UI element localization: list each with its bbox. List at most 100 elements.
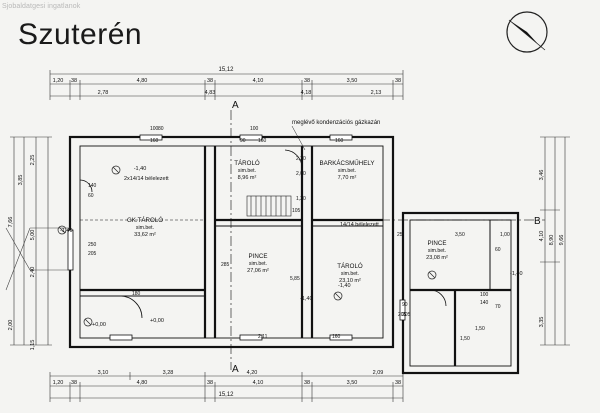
right-dim: 3,46	[539, 170, 545, 181]
north-arrow-icon	[506, 11, 548, 53]
room-floor: sim.bet.	[136, 225, 154, 231]
wall-note-1: 2x14/14 bélelezett	[124, 176, 169, 182]
level-label: -1,40	[60, 228, 73, 234]
level-marks	[57, 165, 437, 327]
page-title: Szuterén	[18, 18, 143, 51]
room-area: 7,70 m²	[338, 175, 357, 181]
section-a-top: A	[232, 100, 239, 111]
entrance-ramp	[5, 227, 70, 291]
room-name: TÁROLÓ	[337, 263, 363, 270]
left-dim: 7,66	[8, 217, 14, 228]
room-floor: sim.bet.	[238, 168, 256, 174]
walls	[68, 135, 520, 375]
room-area: 23,10 m²	[339, 278, 361, 284]
opening-dim: 5,85	[290, 276, 300, 282]
opening-dim: 100	[150, 126, 159, 132]
level-label: -1,40	[510, 271, 523, 277]
level-label: +0,00	[150, 318, 164, 324]
room-area: 8,96 m²	[238, 175, 257, 181]
top-dim-row2: 2,78	[98, 90, 109, 96]
top-dim-row2: 4,83	[205, 90, 216, 96]
opening-dim: 3,50	[455, 232, 465, 238]
top-dim-row1: 38	[395, 78, 401, 84]
left-dim: 5,00	[30, 230, 36, 241]
opening-dim: 90	[240, 138, 246, 144]
opening-dim: 90	[402, 302, 408, 308]
left-dim: 1,15	[30, 340, 36, 351]
left-dim: 2,25	[30, 155, 36, 166]
section-b-right: B	[534, 216, 541, 227]
opening-dim: 250	[88, 242, 97, 248]
top-dim-row2: 2,13	[371, 90, 382, 96]
bottom-dim-row2: 1,20	[53, 380, 64, 386]
top-dim-row1: 38	[207, 78, 213, 84]
opening-dim: 160	[332, 334, 341, 340]
right-dim: 3,35	[539, 317, 545, 328]
top-dim-total: 15,12	[218, 67, 234, 73]
bottom-dim-row2: 38	[304, 380, 310, 386]
section-a-bottom: A	[232, 364, 239, 375]
room-floor: sim.bet.	[428, 248, 446, 254]
opening-dim: 140	[88, 183, 97, 189]
opening-dim: 205	[398, 312, 407, 318]
bottom-dim-row2: 3,50	[347, 380, 358, 386]
level-label: +0,00	[92, 322, 106, 328]
opening-dim: 2,11	[258, 334, 268, 340]
opening-dim: 1,50	[475, 326, 485, 332]
room-name: BARKÁCSMŰHELY	[320, 160, 375, 167]
opening-dim: 2,00	[296, 171, 306, 177]
right-dim: 9,66	[559, 235, 565, 246]
right-dim: 4,10	[539, 231, 545, 242]
bottom-dim-total: 15,12	[218, 392, 234, 398]
room-name: PINCE	[249, 253, 268, 260]
room-name: PINCE	[428, 240, 447, 247]
bottom-dim-row2: 4,80	[137, 380, 148, 386]
opening-dim: 205	[402, 312, 411, 318]
room-area: 23,08 m²	[426, 255, 448, 261]
opening-dim: 160	[335, 138, 344, 144]
opening-dim: 105	[292, 208, 301, 214]
section-lines	[230, 110, 545, 370]
top-dim-row1: 1,20	[53, 78, 64, 84]
opening-dim: 1,20	[296, 196, 306, 202]
opening-dim: 25	[397, 232, 403, 238]
opening-dim: 140	[480, 300, 489, 306]
opening-dim: 2,20	[296, 156, 306, 162]
room-floor: sim.bet.	[338, 168, 356, 174]
opening-dim: 160	[150, 138, 159, 144]
opening-dim: 160	[258, 138, 267, 144]
condensing-boiler-note: meglévő kondenzációs gázkazán	[292, 120, 380, 126]
top-dimension-lines	[49, 70, 404, 100]
bottom-dim-row1: 4,20	[247, 370, 258, 376]
top-dim-row2: 4,18	[301, 90, 312, 96]
top-dim-row1: 4,80	[137, 78, 148, 84]
opening-dim: 100	[250, 126, 259, 132]
watermark: Sjobaldatgesi ingatlanok	[2, 3, 81, 10]
opening-dim: 205	[88, 251, 97, 257]
room-name: TÁROLÓ	[234, 160, 260, 167]
top-dim-row1: 38	[71, 78, 77, 84]
bottom-dim-row2: 38	[207, 380, 213, 386]
room-floor: sim.bet.	[249, 261, 267, 267]
wall-note-2: 14/14 bélelezett	[340, 222, 379, 228]
top-dim-row1: 4,10	[253, 78, 264, 84]
opening-dim: 1,00	[500, 232, 510, 238]
room-area: -1,40	[134, 166, 147, 172]
left-dim: 3,85	[18, 175, 24, 186]
level-label: -1,40	[338, 283, 351, 289]
bottom-dim-row1: 2,09	[373, 370, 384, 376]
left-dim: 2,00	[8, 320, 14, 331]
top-dim-row1: 38	[304, 78, 310, 84]
opening-dim: 100	[480, 292, 489, 298]
room-area: 27,06 m²	[247, 268, 269, 274]
opening-dim: 70	[495, 304, 501, 310]
bottom-dim-row2: 38	[71, 380, 77, 386]
left-dim: 2,40	[30, 267, 36, 278]
bottom-dim-row2: 4,10	[253, 380, 264, 386]
